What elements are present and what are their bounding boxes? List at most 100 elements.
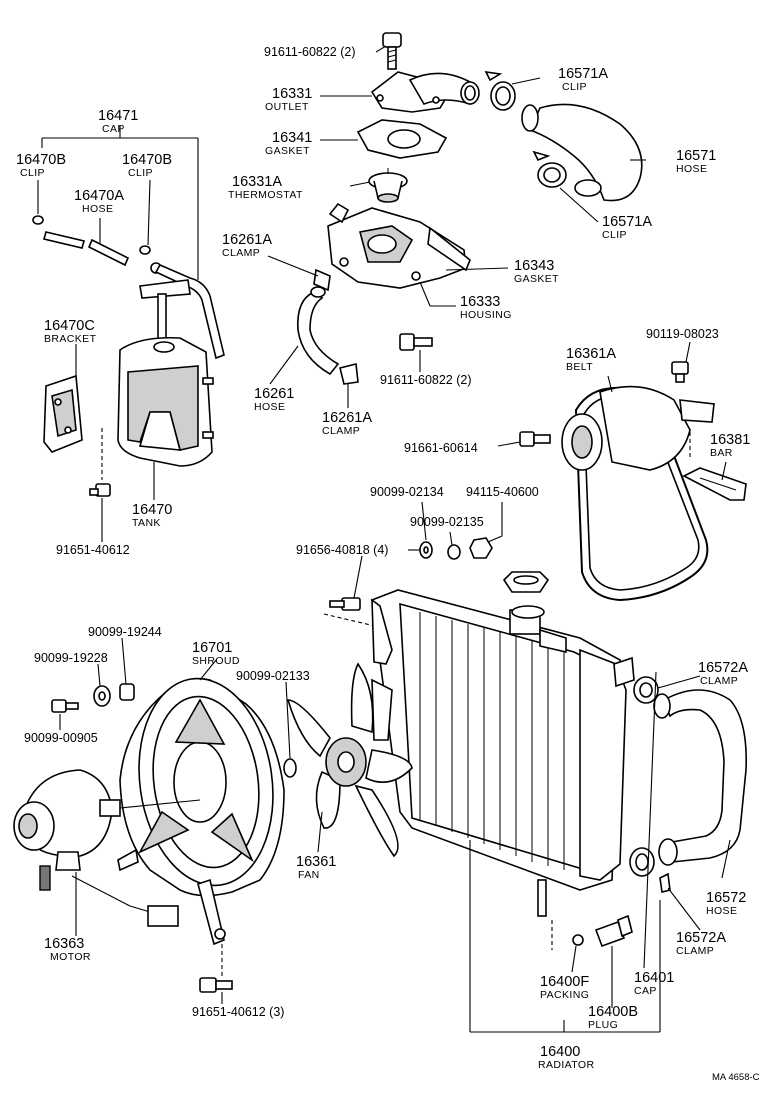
bolt-tank-drawing xyxy=(89,483,111,497)
bolt-bar-number: 90119-08023 xyxy=(646,327,719,341)
spacers-drawing xyxy=(93,683,135,707)
plug-name: PLUG xyxy=(588,1019,618,1031)
bracket-drawing xyxy=(43,374,83,453)
reservoir-hose-number: 16470A xyxy=(74,188,124,204)
housing-name: HOUSING xyxy=(460,309,512,321)
spacer-a-number: 90099-19244 xyxy=(88,625,162,639)
fan-name: FAN xyxy=(298,869,320,881)
motor-drawing xyxy=(13,769,201,927)
bolt-housing-number: 91611-60822 (2) xyxy=(380,373,472,387)
bolt-outlet-drawing xyxy=(382,32,402,70)
housing-drawing xyxy=(327,202,471,289)
tank-drawing xyxy=(117,336,214,467)
motor-name: MOTOR xyxy=(50,951,91,963)
clamp-radiator-upper-number: 16572A xyxy=(698,660,748,676)
bolt-bar-drawing xyxy=(671,361,689,383)
plug-number: 16400B xyxy=(588,1004,638,1020)
clamp-radiator-lower-name: CLAMP xyxy=(676,945,714,957)
tank-number: 16470 xyxy=(132,502,172,518)
hose-upper-number: 16571 xyxy=(676,148,716,164)
bolt-shroud-drawing xyxy=(199,977,233,993)
clip-right-name: CLIP xyxy=(128,167,153,179)
tank-name: TANK xyxy=(132,517,161,529)
radiator-cap-name: CAP xyxy=(634,985,657,997)
radiator-name: RADIATOR xyxy=(538,1059,595,1071)
gasket-outlet-number: 16341 xyxy=(272,130,312,146)
cap-assembly-name: CAP xyxy=(102,123,125,135)
cap-assembly-number: 16471 xyxy=(98,108,138,124)
reservoir-hose-name: HOSE xyxy=(82,203,113,215)
hose-upper-name: HOSE xyxy=(676,163,707,175)
outlet-number: 16331 xyxy=(272,86,312,102)
radiator-drawing xyxy=(371,589,635,917)
belt-name: BELT xyxy=(566,361,593,373)
bolt-shroud-number: 91651-40612 (3) xyxy=(192,1005,284,1019)
clamp-radiator-upper-name: CLAMP xyxy=(700,675,738,687)
radiator-cap-drawing xyxy=(502,571,550,593)
bolt-fan-number: 91656-40818 (4) xyxy=(296,543,388,557)
hose-lower-name: HOSE xyxy=(706,905,737,917)
bolt-belt-number: 91661-60614 xyxy=(404,441,478,455)
bypass-hose-name: HOSE xyxy=(254,401,285,413)
clip-hose-lower-number: 16571A xyxy=(602,214,652,230)
spacer-b-number: 90099-19228 xyxy=(34,651,108,665)
radiator-cap-number: 16401 xyxy=(634,970,674,986)
leader-lines xyxy=(37,45,731,1033)
lower-hose-drawing xyxy=(629,676,747,893)
clamp-radiator-lower-number: 16572A xyxy=(676,930,726,946)
bolt-motor-number: 90099-00905 xyxy=(24,731,98,745)
packing-name: PACKING xyxy=(540,989,589,1001)
clamp-upper-name: CLAMP xyxy=(222,247,260,259)
shroud-name: SHROUD xyxy=(192,655,240,667)
clip-hose-upper-number: 16571A xyxy=(558,66,608,82)
bracket-number: 16470C xyxy=(44,318,95,334)
clip-hose-upper-name: CLIP xyxy=(562,81,587,93)
shroud-number: 16701 xyxy=(192,640,232,656)
clamp-lower-number: 16261A xyxy=(322,410,372,426)
bolt-motor-drawing xyxy=(51,699,79,713)
fan-number: 16361 xyxy=(296,854,336,870)
pump-drawing xyxy=(561,385,715,471)
bypass-hose-drawing xyxy=(297,268,359,385)
clip-hose-lower-name: CLIP xyxy=(602,229,627,241)
bracket-name: BRACKET xyxy=(44,333,97,345)
bolt-belt-drawing xyxy=(519,431,551,447)
clamp-upper-number: 16261A xyxy=(222,232,272,248)
outlet-drawing xyxy=(370,71,480,113)
figure-code: MA 4658-C xyxy=(712,1072,760,1083)
housing-number: 16333 xyxy=(460,294,500,310)
bolt-housing-drawing xyxy=(399,333,433,351)
gasket-housing-number: 16343 xyxy=(514,258,554,274)
nut-number: 94115-40600 xyxy=(466,485,539,499)
clip-left-name: CLIP xyxy=(20,167,45,179)
washer-c-drawing xyxy=(283,758,297,778)
fan-drawing xyxy=(286,662,413,858)
gasket-outlet-drawing xyxy=(356,119,448,159)
upper-hose-drawing xyxy=(484,70,643,202)
motor-number: 16363 xyxy=(44,936,84,952)
packing-number: 16400F xyxy=(540,974,589,990)
bar-drawing xyxy=(682,467,747,501)
radiator-number: 16400 xyxy=(540,1044,580,1060)
clip-right-number: 16470B xyxy=(122,152,172,168)
thermostat-drawing xyxy=(368,168,408,203)
bar-name: BAR xyxy=(710,447,733,459)
reservoir-hose-drawing xyxy=(32,215,225,360)
washer-nut-drawing xyxy=(419,537,493,560)
hose-lower-number: 16572 xyxy=(706,890,746,906)
clamp-lower-name: CLAMP xyxy=(322,425,360,437)
belt-number: 16361A xyxy=(566,346,616,362)
bolt-outlet-number: 91611-60822 (2) xyxy=(264,45,356,59)
bolt-tank-number: 91651-40612 xyxy=(56,543,130,557)
thermostat-name: THERMOSTAT xyxy=(228,189,303,201)
bypass-hose-number: 16261 xyxy=(254,386,294,402)
bar-number: 16381 xyxy=(710,432,750,448)
gasket-housing-name: GASKET xyxy=(514,273,559,285)
bolt-fan-drawing xyxy=(329,597,361,611)
thermostat-number: 16331A xyxy=(232,174,282,190)
shroud-drawing xyxy=(117,677,285,946)
packing-plug-drawing xyxy=(572,914,633,948)
washer-b-number: 90099-02135 xyxy=(410,515,484,529)
gasket-outlet-name: GASKET xyxy=(265,145,310,157)
